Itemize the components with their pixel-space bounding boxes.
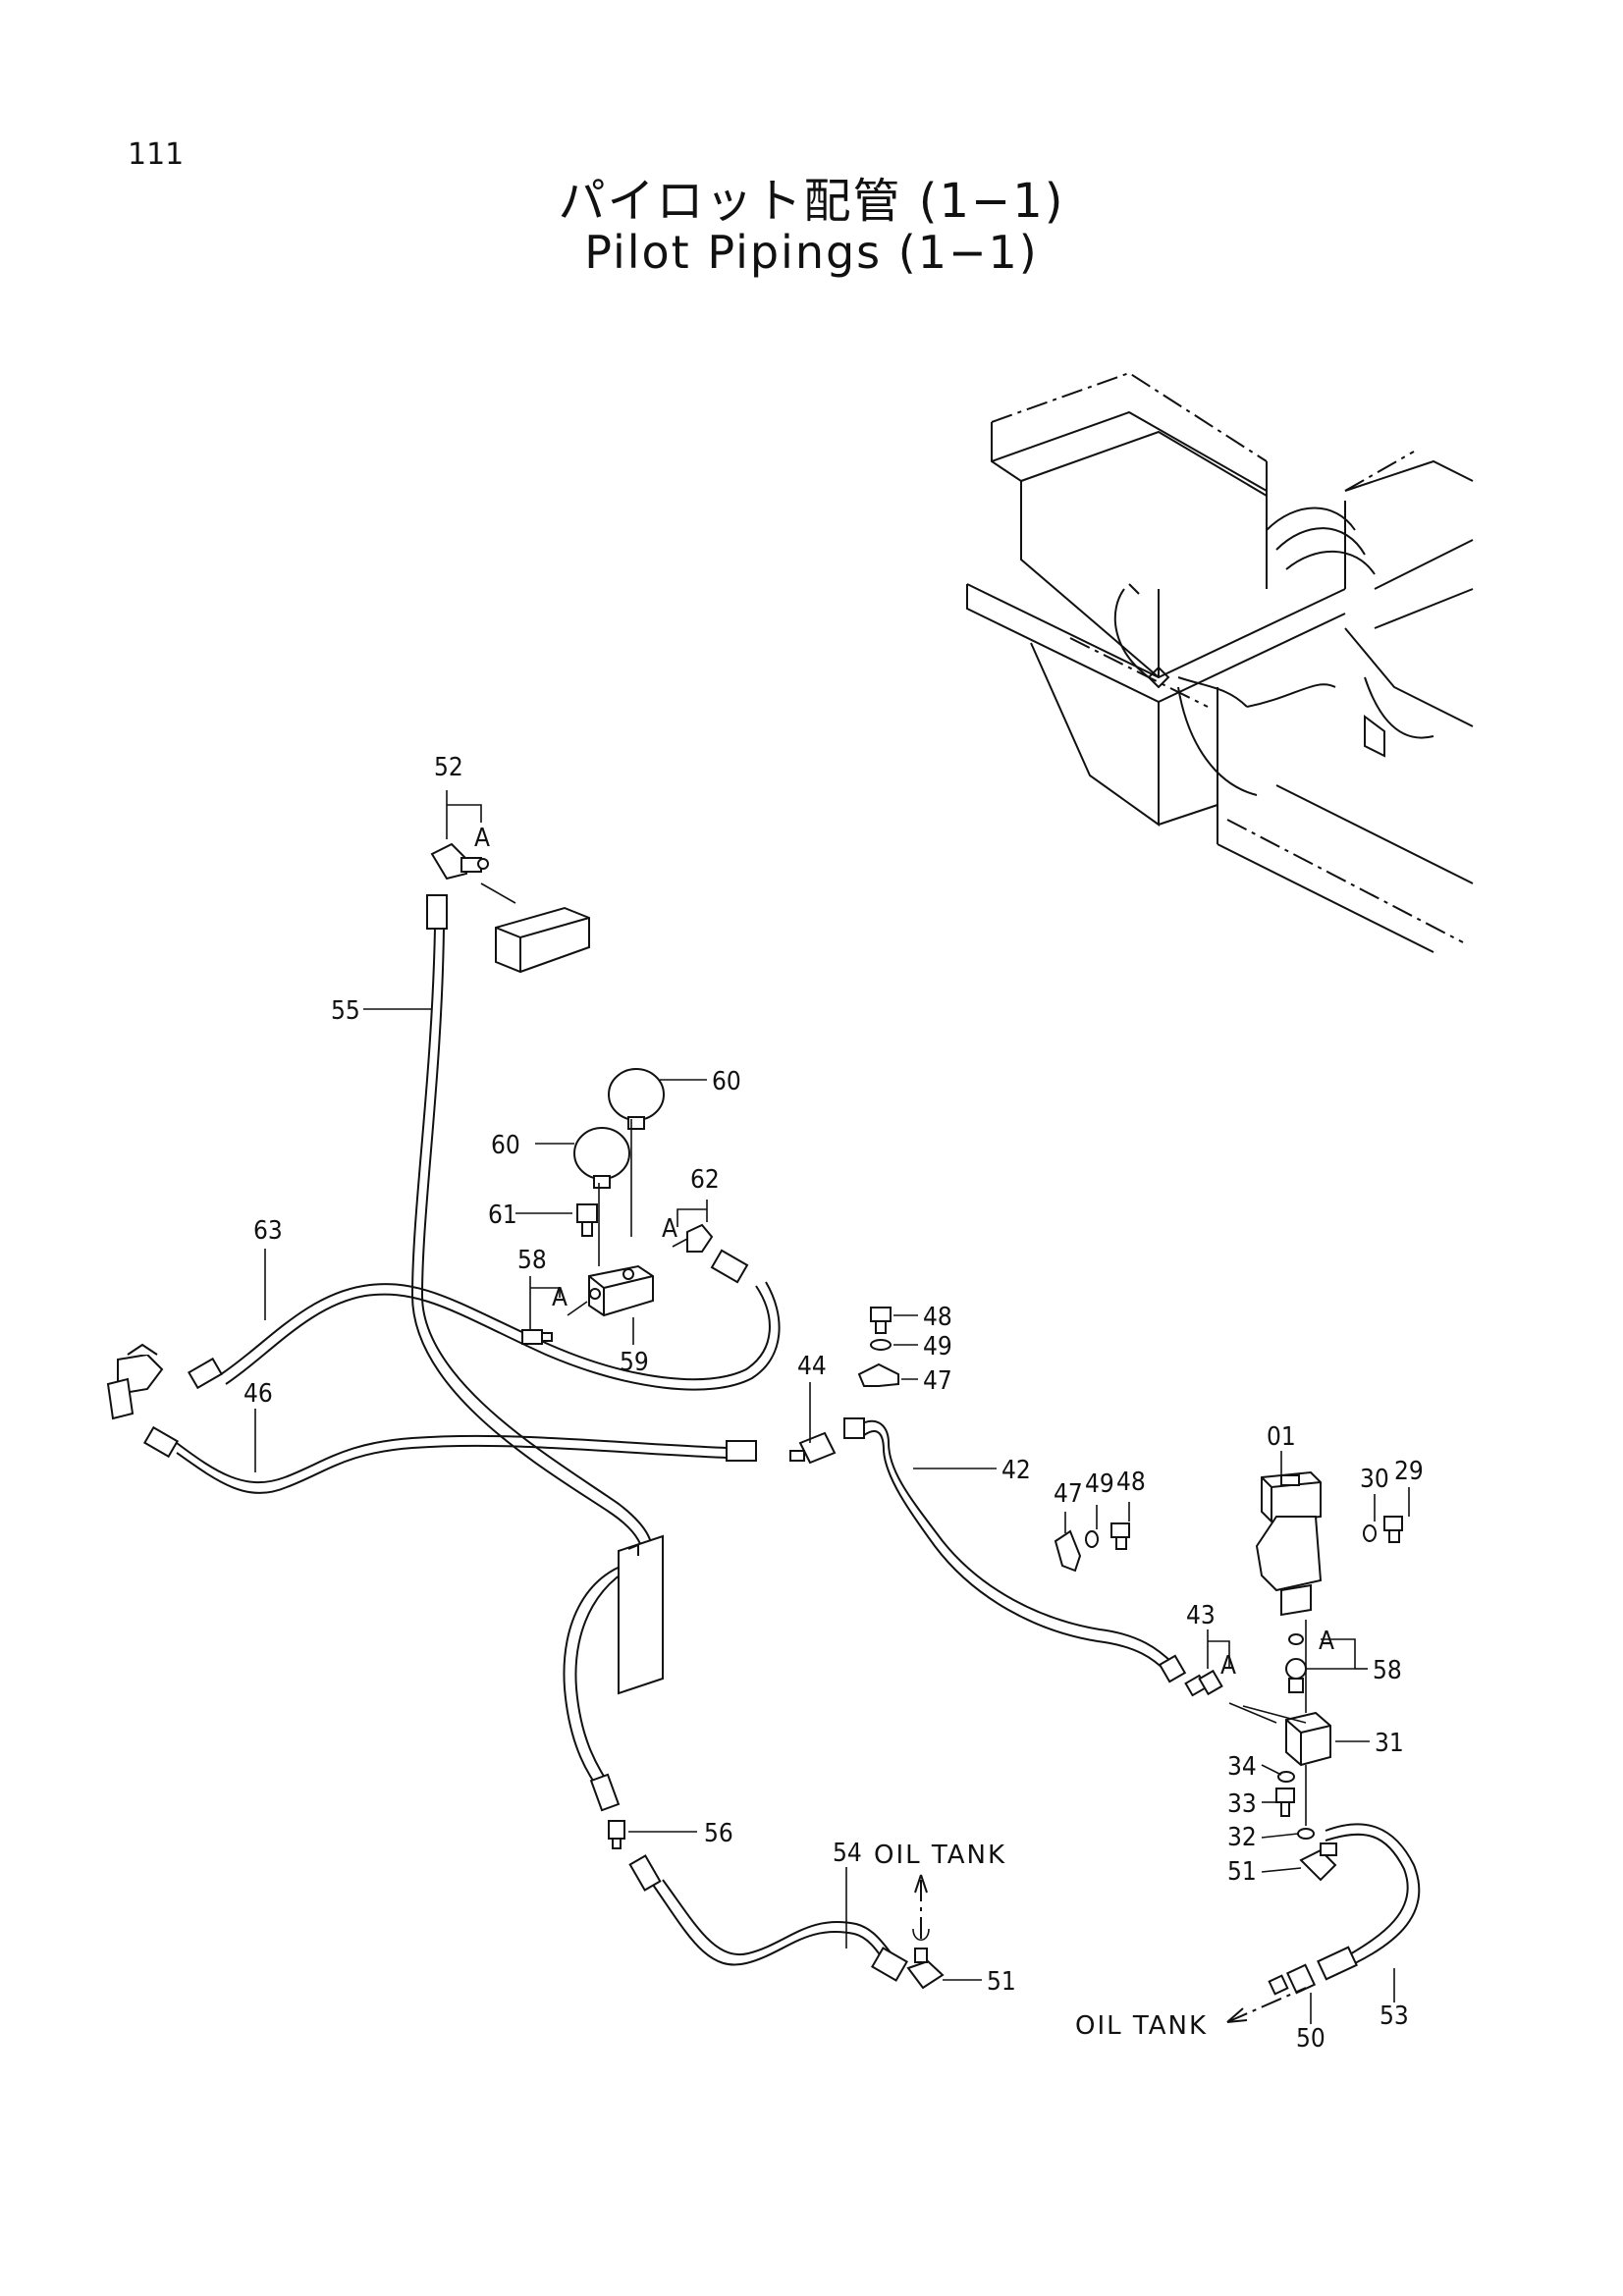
part-58-plug-left [521,1329,553,1345]
callout-60: 60 [712,1067,741,1096]
part-47-clamp-upper [857,1362,899,1387]
support-plate [618,1534,664,1695]
part-50-adapter [1268,1963,1317,1996]
reference-letter-a: A [1319,1627,1334,1656]
part-43-connector [1158,1654,1223,1697]
title-japanese: パイロット配管 (1−1) [558,174,1065,229]
reference-letter-a: A [552,1283,568,1312]
part-44-adapter [789,1431,837,1465]
reference-letter-a: A [474,824,490,853]
callout-63: 63 [253,1216,283,1246]
callout-54: 54 [833,1839,862,1868]
callout-58: 58 [517,1246,547,1275]
callout-32: 32 [1227,1823,1257,1852]
left-tee-fitting [106,1343,164,1420]
part-33-bolt [1275,1788,1295,1817]
oil-tank-note-upper: OIL TANK [874,1841,1006,1870]
callout-31: 31 [1375,1729,1404,1758]
part-42-fitting [843,1417,865,1439]
part-46-fitting-left [143,1425,179,1459]
callout-56: 56 [704,1819,733,1848]
callout-labels: 52 55 60 60 61 62 58 59 63 46 44 48 49 4… [243,753,1424,2054]
part-49-washer-upper [870,1339,892,1351]
page-number: 111 [128,137,185,172]
reference-letter-a: A [1220,1651,1236,1681]
parts [106,842,1403,1996]
callout-48: 48 [923,1303,952,1332]
part-51-tee-lower [906,1948,945,1990]
callout-55: 55 [331,996,360,1026]
part-48-bolt-lower [1110,1522,1130,1550]
callout-46: 46 [243,1379,273,1409]
callout-33: 33 [1227,1789,1257,1819]
callout-51: 51 [1227,1857,1257,1887]
part-01-solenoid-valve [1255,1470,1323,1617]
part-58-plug-right [1285,1658,1307,1693]
title-english: Pilot Pipings (1−1) [584,226,1039,279]
callout-29: 29 [1394,1457,1424,1486]
part-60-accumulator-lower [573,1127,630,1189]
callout-62: 62 [690,1165,720,1195]
part-54-fitting-lower [871,1947,908,1982]
part-48-bolt-upper [870,1307,892,1334]
callout-51: 51 [987,1967,1016,1997]
callout-49: 49 [1085,1469,1114,1499]
callout-30: 30 [1360,1465,1389,1494]
connector-block [495,906,590,974]
hoses [176,927,1421,1974]
callout-48: 48 [1116,1468,1146,1497]
part-49-washer-lower [1085,1530,1099,1548]
part-56-adapter [608,1820,625,1849]
callout-53: 53 [1380,2002,1409,2031]
part-51-tee-right [1299,1842,1337,1882]
part-32-o-ring [1297,1828,1315,1840]
callout-47: 47 [1054,1479,1083,1509]
part-54-fitting-upper [628,1854,662,1892]
callout-59: 59 [620,1348,649,1377]
reference-letters: A A A A A [474,824,1334,1681]
part-62-elbow [686,1223,714,1253]
reference-letter-a: A [662,1214,677,1244]
callout-49: 49 [923,1332,952,1362]
callout-58: 58 [1373,1656,1402,1685]
callout-43: 43 [1186,1601,1216,1630]
part-53-fitting [1317,1946,1358,1981]
part-62-hose-fitting [710,1249,749,1284]
part-31-block [1285,1711,1331,1767]
part-47-clamp-lower [1054,1529,1082,1573]
part-60-accumulator-upper [608,1068,665,1130]
part-34-washer [1277,1771,1295,1783]
callout-42: 42 [1001,1456,1031,1485]
part-61-bolt [576,1203,598,1237]
part-29-bolt [1383,1516,1403,1543]
oil-tank-note-lower: OIL TANK [1075,2011,1208,2041]
part-46-fitting-right [726,1440,757,1462]
leader-lines [254,790,1410,2024]
part-30-washer [1363,1524,1377,1542]
part-59-block [588,1264,654,1317]
machine-frame-illustration [966,371,1474,953]
part-52-elbow [430,842,489,881]
callout-47: 47 [923,1366,952,1396]
callout-34: 34 [1227,1752,1257,1782]
callout-44: 44 [797,1352,827,1381]
callout-52: 52 [434,753,463,782]
part-55-fitting [426,894,448,930]
o-ring-a [1288,1633,1304,1645]
callout-50: 50 [1296,2024,1325,2054]
part-55-fitting-lower [589,1773,621,1812]
callout-01: 01 [1267,1422,1296,1452]
part-63-fitting [188,1357,223,1390]
callout-60: 60 [491,1131,520,1160]
callout-61: 61 [488,1201,517,1230]
